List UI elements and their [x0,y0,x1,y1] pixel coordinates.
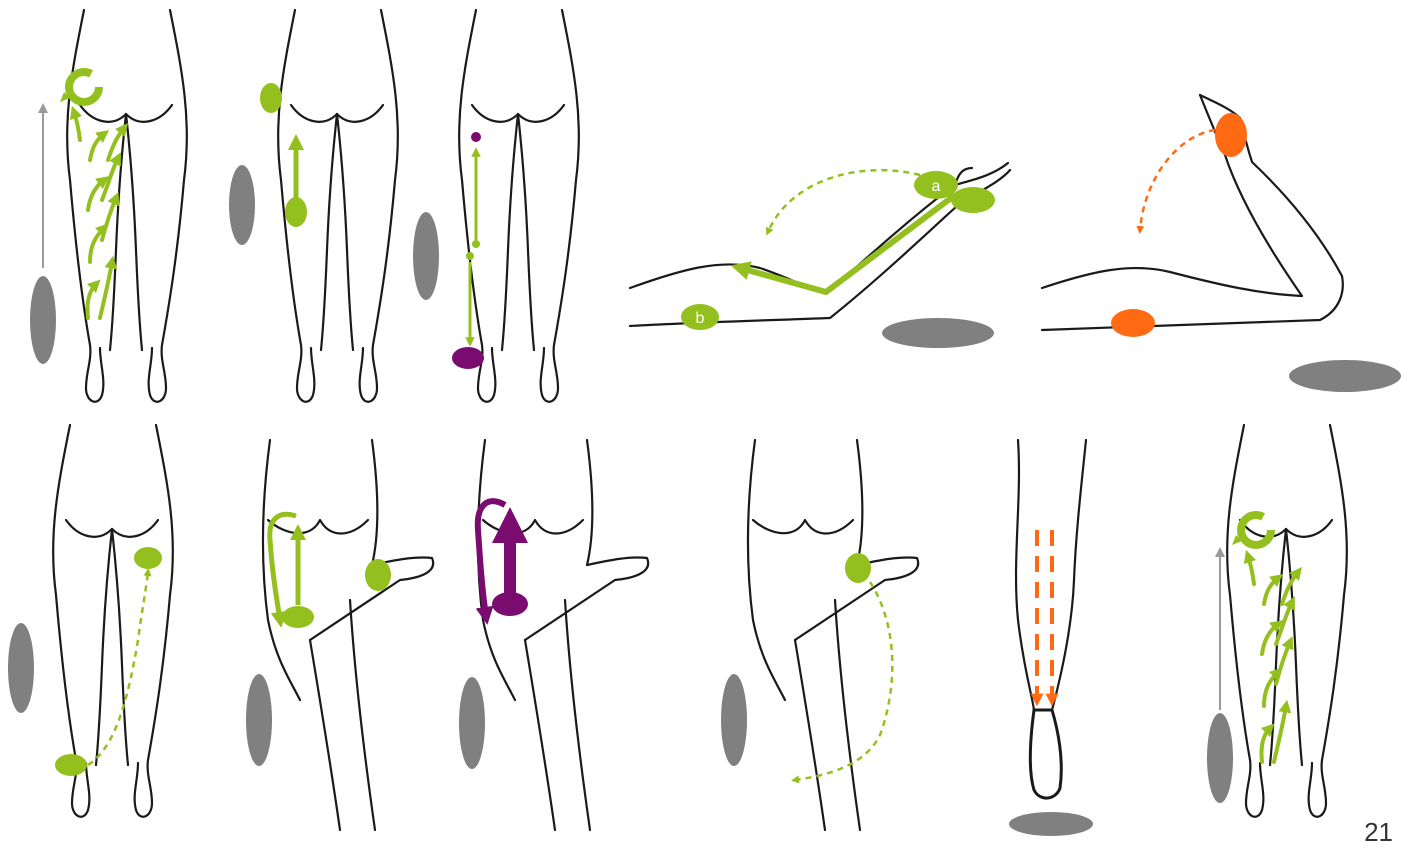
heel-contact-point [1215,113,1247,157]
point-a-label: a [932,178,941,195]
shadow-marker [721,674,747,766]
panel-8-bent-leg-purple [459,440,648,830]
knee-contact-point [365,559,391,591]
hip-point-small [471,132,481,142]
hip-contact-point [260,83,282,113]
standing-leg-outline [795,640,825,830]
buttocks-outline [483,520,583,534]
leg-outline [1042,95,1343,330]
ankle-point [452,347,484,369]
hip-contact-point [134,547,162,569]
shadow-marker [8,623,34,713]
shadow-marker [1009,812,1093,836]
shadow-marker [229,165,255,245]
thigh-contact-point [492,592,528,616]
standing-leg-outline-2 [350,600,375,830]
foot-contact-point [951,187,995,213]
panel-2-legs-knee-to-hip [229,10,398,402]
panel-9-bent-leg-dashed [721,440,918,830]
hip-contact-point [1111,309,1155,337]
page-number: 21 [1364,817,1393,848]
standing-leg-outline [525,640,555,830]
green-dashed-arc [795,582,892,780]
point-b-label: b [696,310,705,327]
shadow-marker [1289,360,1401,392]
shadow-marker [246,674,272,766]
panel-5-lying-leg-bent [1042,95,1401,392]
shadow-marker [30,276,56,364]
circular-motion-icon [1241,515,1271,545]
standing-leg-outline-2 [835,600,860,830]
knee-contact-point [285,197,307,227]
shadow-marker [882,318,994,348]
legs-outline [263,440,433,700]
legs-outline [1227,425,1347,817]
buttocks-outline [753,520,853,534]
standing-leg-outline-2 [565,600,590,830]
green-dashed-arc [768,170,920,232]
ankle-contact-point [55,754,87,776]
panel-11-legs-upward-strokes [1207,425,1347,817]
orange-dashed-arc [1140,130,1215,230]
panel-6-legs-diagonal [8,425,173,817]
shadow-marker [1207,713,1233,803]
foot-outline [1030,710,1061,798]
panel-7-bent-leg-green [246,440,433,830]
shadow-marker [459,677,485,769]
panel-4-lying-leg-raise: b a [630,163,1010,348]
legs-outline [748,440,918,700]
thigh-contact-point [282,606,314,628]
panel-1-legs-upward-strokes [30,10,187,402]
shadow-marker [413,212,439,300]
standing-leg-outline [310,640,340,830]
panel-3-legs-ankle-to-hip [413,10,579,402]
legs-outline [478,440,648,700]
buttocks-outline [268,520,368,534]
knee-point-small [472,240,480,248]
knee-point-small-2 [466,252,474,260]
knee-contact-point [845,553,871,583]
panel-10-lower-leg-orange [1009,440,1093,836]
circular-motion-icon [69,72,99,102]
